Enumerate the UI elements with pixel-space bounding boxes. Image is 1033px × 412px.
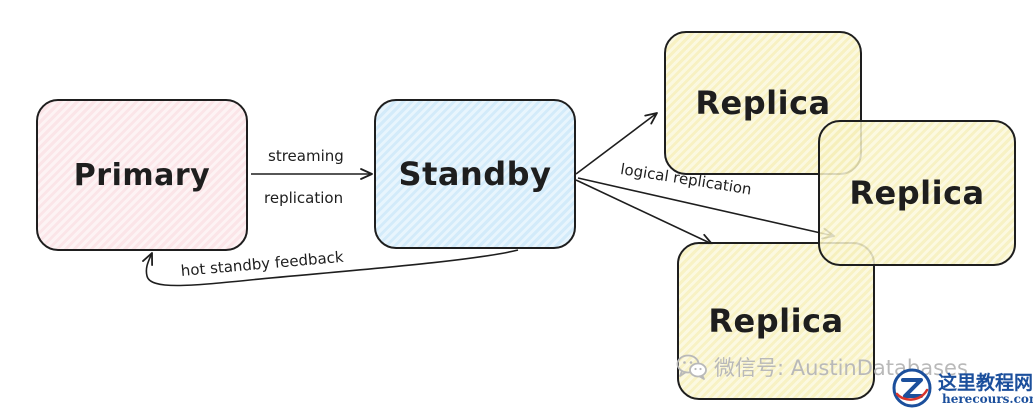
wechat-icon	[676, 354, 707, 380]
edge-standby-to-replica-1	[575, 112, 658, 175]
edge-label-streaming: streaming	[268, 147, 344, 165]
edge-label-replication: replication	[264, 189, 344, 207]
node-replica-3-label: Replica	[708, 302, 844, 340]
site-logo-url: herecours.com	[942, 392, 1033, 406]
site-logo-chinese-name: 这里教程网	[938, 372, 1033, 394]
edge-standby-to-replica-3	[575, 179, 713, 245]
node-standby: Standby	[374, 99, 576, 249]
node-replica-1-label: Replica	[695, 84, 831, 122]
node-primary-label: Primary	[73, 157, 211, 193]
edge-standby-to-replica-2	[577, 177, 835, 240]
site-logo[interactable]: 这里教程网 herecours.com	[886, 366, 1033, 410]
node-replica-2: Replica	[818, 120, 1016, 266]
node-primary: Primary	[36, 99, 248, 251]
node-replica-2-label: Replica	[849, 174, 985, 212]
node-standby-label: Standby	[398, 155, 552, 193]
z-logo-icon	[892, 368, 932, 408]
edge-standby-to-primary-feedback	[142, 249, 519, 287]
